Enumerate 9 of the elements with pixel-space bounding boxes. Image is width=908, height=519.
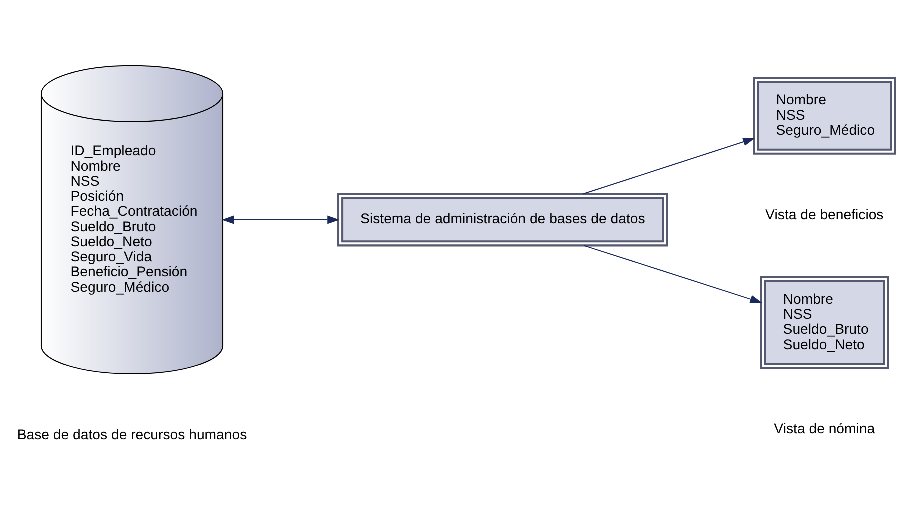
- arrow: [222, 215, 340, 224]
- node-box: Sistema de administración de bases de datos: [338, 192, 668, 246]
- arrow: [583, 138, 756, 194]
- node-label: Base de datos de recursos humanos: [17, 426, 248, 442]
- node-label: Vista de nómina: [774, 420, 876, 436]
- node-box: Nombre NSS Sueldo_Bruto Sueldo_Neto: [760, 276, 890, 369]
- node-box: Nombre NSS Seguro_Médico: [753, 76, 896, 154]
- arrow: [584, 244, 762, 303]
- node-label: Vista de beneficios: [766, 206, 884, 222]
